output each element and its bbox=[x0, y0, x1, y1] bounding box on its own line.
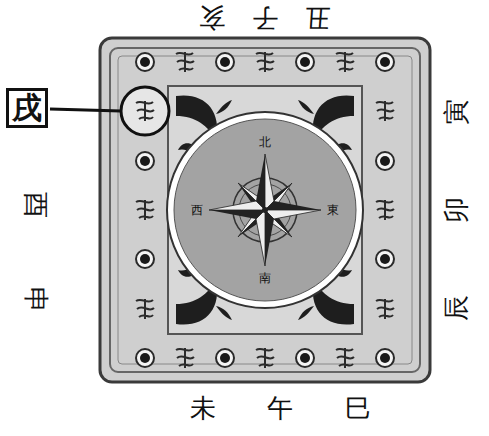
direction-label: 北 bbox=[259, 136, 271, 148]
direction-label: 南 bbox=[259, 272, 271, 284]
direction-label: 西 bbox=[191, 204, 203, 216]
branch-label: 子 bbox=[252, 5, 278, 31]
branch-label: 寅 bbox=[443, 99, 469, 125]
branch-label: 午 bbox=[267, 395, 293, 421]
branch-label: 亥 bbox=[199, 5, 225, 31]
branch-label: 酉 bbox=[23, 192, 49, 218]
compass-disc: 北東南 西 bbox=[174, 119, 356, 301]
branch-label: 申 bbox=[23, 287, 49, 313]
branch-label: 卯 bbox=[443, 197, 469, 223]
direction-label: 東 bbox=[327, 204, 339, 216]
branch-label: 丑 bbox=[305, 5, 331, 31]
callout-label: 戌 bbox=[12, 93, 42, 123]
callout-box: 戌 bbox=[6, 88, 48, 128]
branch-label: 辰 bbox=[443, 295, 469, 321]
branch-label: 未 bbox=[190, 395, 216, 421]
branch-label: 巳 bbox=[345, 395, 371, 421]
